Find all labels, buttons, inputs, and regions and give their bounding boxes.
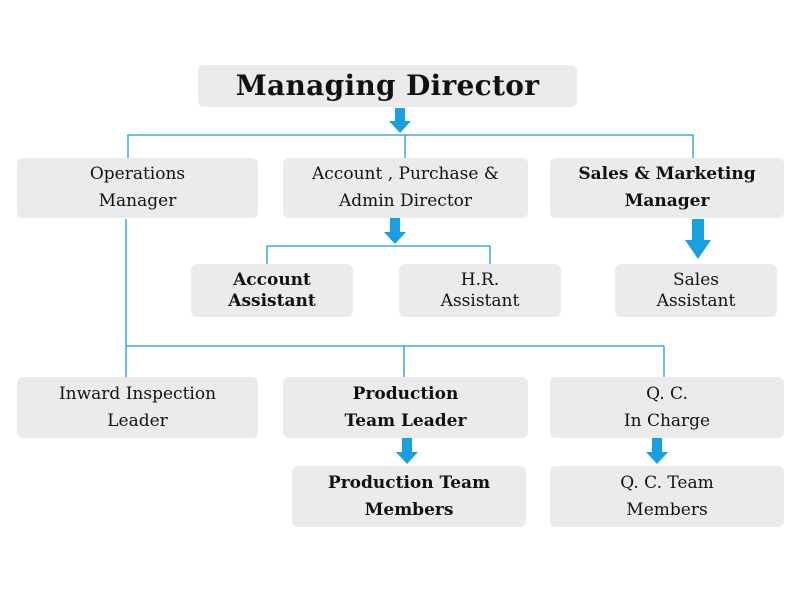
production-team-members-box: Production Team Members xyxy=(292,466,526,527)
managing-director-box: Managing Director xyxy=(198,65,577,107)
sales-marketing-manager-label-2: Manager xyxy=(624,191,710,211)
account-assistant-label-2: Assistant xyxy=(228,290,316,311)
arrow-account-director-down xyxy=(384,218,406,244)
account-director-box: Account , Purchase & Admin Director xyxy=(283,158,528,218)
inward-inspection-leader-label-2: Leader xyxy=(107,410,168,431)
arrow-production-leader-down xyxy=(396,438,418,464)
arrow-sales-manager-down xyxy=(685,219,711,259)
qc-team-members-label-2: Members xyxy=(626,499,708,520)
arrow-qc-in-charge-down xyxy=(646,438,668,464)
hr-assistant-label-1: H.R. xyxy=(460,269,500,290)
qc-in-charge-box: Q. C. In Charge xyxy=(550,377,784,438)
production-team-leader-label-1: Production xyxy=(352,383,459,404)
qc-team-members-label-1: Q. C. Team xyxy=(620,472,714,493)
sales-marketing-manager-box: Sales & Marketing Manager xyxy=(550,158,784,218)
inward-inspection-leader-box: Inward Inspection Leader xyxy=(17,377,258,438)
production-team-members-label-2: Members xyxy=(364,499,454,520)
operations-manager-box: Operations Manager xyxy=(17,158,258,218)
sales-assistant-label-2: Assistant xyxy=(656,290,736,311)
hr-assistant-label-2: Assistant xyxy=(440,290,520,311)
qc-team-members-box: Q. C. Team Members xyxy=(550,466,784,527)
production-team-leader-box: Production Team Leader xyxy=(283,377,528,438)
md-to-ops-line xyxy=(127,134,694,158)
sales-marketing-manager-label-1: Sales & Marketing xyxy=(578,164,756,184)
managing-director-label: Managing Director xyxy=(235,69,540,102)
operations-manager-label-1: Operations xyxy=(89,164,186,184)
operations-manager-label-2: Manager xyxy=(98,191,177,211)
account-director-label-1: Account , Purchase & xyxy=(312,164,499,184)
hr-assistant-box: H.R. Assistant xyxy=(399,264,561,317)
qc-in-charge-label-1: Q. C. xyxy=(646,383,688,404)
sales-assistant-label-1: Sales xyxy=(672,269,719,290)
sales-assistant-box: Sales Assistant xyxy=(615,264,777,317)
qc-in-charge-label-2: In Charge xyxy=(623,410,711,431)
arrow-md-down xyxy=(389,108,411,133)
account-director-to-assistants-line xyxy=(266,245,491,264)
account-assistant-box: Account Assistant xyxy=(191,264,353,317)
production-team-leader-label-2: Team Leader xyxy=(344,410,467,431)
account-director-label-2: Admin Director xyxy=(338,191,473,211)
inward-inspection-leader-label-1: Inward Inspection xyxy=(58,383,217,404)
production-team-members-label-1: Production Team xyxy=(327,472,491,493)
account-assistant-label-1: Account xyxy=(233,269,311,290)
